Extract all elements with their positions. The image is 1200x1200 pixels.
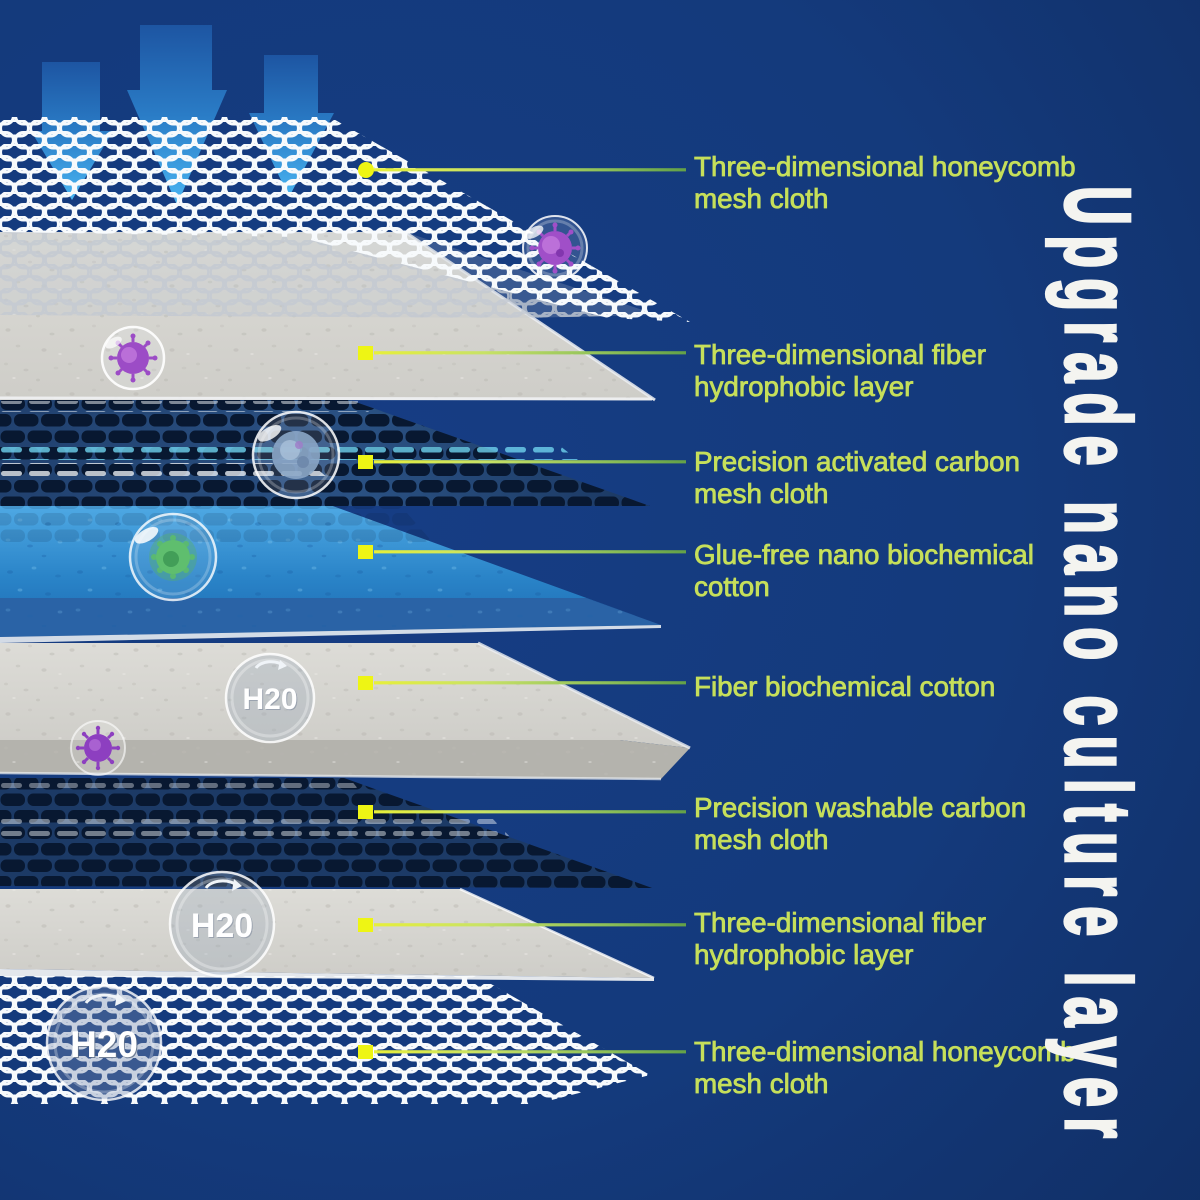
svg-text:Glue-free nano biochemical: Glue-free nano biochemical xyxy=(694,539,1034,570)
svg-text:Fiber biochemical cotton: Fiber biochemical cotton xyxy=(694,671,995,702)
svg-text:Precision activated carbon: Precision activated carbon xyxy=(694,446,1020,477)
svg-text:Upgrade nano culture layer: Upgrade nano culture layer xyxy=(1045,186,1149,1148)
svg-text:H20: H20 xyxy=(192,908,254,946)
svg-text:Three-dimensional fiber: Three-dimensional fiber xyxy=(694,339,986,370)
svg-text:Three-dimensional fiber: Three-dimensional fiber xyxy=(694,907,986,938)
svg-text:cotton: cotton xyxy=(694,571,770,602)
svg-text:mesh cloth: mesh cloth xyxy=(694,1068,828,1099)
svg-text:Precision washable carbon: Precision washable carbon xyxy=(694,792,1026,823)
svg-text:H20: H20 xyxy=(71,1025,139,1066)
svg-text:mesh cloth: mesh cloth xyxy=(694,824,828,855)
svg-text:hydrophobic layer: hydrophobic layer xyxy=(694,371,913,402)
svg-text:mesh cloth: mesh cloth xyxy=(694,478,828,509)
svg-text:mesh cloth: mesh cloth xyxy=(694,183,828,214)
svg-text:H20: H20 xyxy=(191,907,253,945)
svg-text:H20: H20 xyxy=(243,684,298,717)
svg-text:H20: H20 xyxy=(242,683,297,716)
svg-text:Three-dimensional honeycomb: Three-dimensional honeycomb xyxy=(694,151,1076,182)
svg-text:Three-dimensional honeycomb: Three-dimensional honeycomb xyxy=(694,1036,1076,1067)
svg-text:hydrophobic layer: hydrophobic layer xyxy=(694,939,913,970)
svg-text:H20: H20 xyxy=(70,1024,138,1065)
